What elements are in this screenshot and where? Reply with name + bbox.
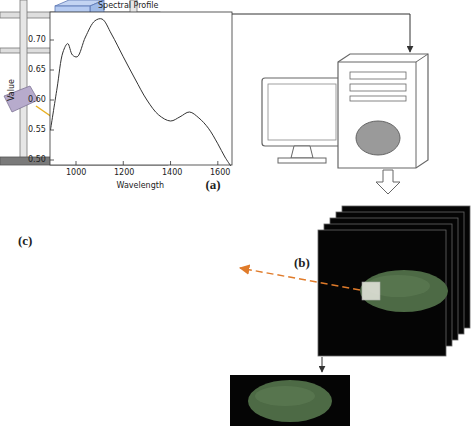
monitor-screen [268, 84, 336, 140]
tick-mark [123, 161, 124, 165]
spectral-plot [50, 12, 232, 166]
tick-label: 0.70 [28, 36, 46, 44]
region-of-interest [362, 282, 380, 300]
tower-edge [416, 62, 417, 168]
drive-bay [350, 72, 406, 79]
plot-frame [50, 12, 232, 165]
drive-bay [350, 84, 406, 91]
seed [248, 380, 332, 422]
plot-title: Spectral Profile [98, 2, 158, 10]
hypercube-stack [230, 206, 470, 426]
hollow-arrow [376, 170, 400, 194]
tick-mark [50, 100, 54, 101]
tower-edge [338, 62, 416, 63]
panel-label: (b) [294, 256, 310, 269]
tick-label: 1600 [210, 169, 230, 177]
panel-label: (c) [18, 234, 32, 247]
left-post [20, 0, 27, 160]
drive-bay [350, 96, 406, 101]
tick-mark [50, 70, 54, 71]
speaker-grille [356, 121, 400, 155]
axis-title: Wavelength [117, 182, 164, 190]
panel-label: (a) [206, 178, 221, 191]
spectral-curve [50, 19, 230, 166]
tower [338, 54, 428, 168]
tick-mark [76, 161, 77, 165]
monitor-stand [291, 146, 313, 158]
seed-highlight [255, 386, 315, 406]
tick-label: 0.50 [28, 156, 46, 164]
tick-label: 1200 [114, 169, 134, 177]
seed [360, 270, 448, 312]
tick-mark [170, 161, 171, 165]
tick-mark [50, 40, 54, 41]
computer [262, 54, 428, 194]
tick-label: 0.55 [28, 126, 46, 134]
tick-label: 1000 [66, 169, 86, 177]
tick-mark [50, 160, 54, 161]
single-image [230, 375, 350, 426]
tick-label: 0.60 [28, 96, 46, 104]
dashed-arrow [240, 268, 360, 290]
tick-mark [217, 161, 218, 165]
monitor [262, 78, 342, 146]
monitor-base [278, 158, 326, 163]
tick-label: 0.65 [28, 66, 46, 74]
arrow [322, 357, 323, 372]
tick-label: 1400 [162, 169, 182, 177]
tower-edge [416, 54, 428, 62]
axis-title: Value [8, 79, 16, 101]
